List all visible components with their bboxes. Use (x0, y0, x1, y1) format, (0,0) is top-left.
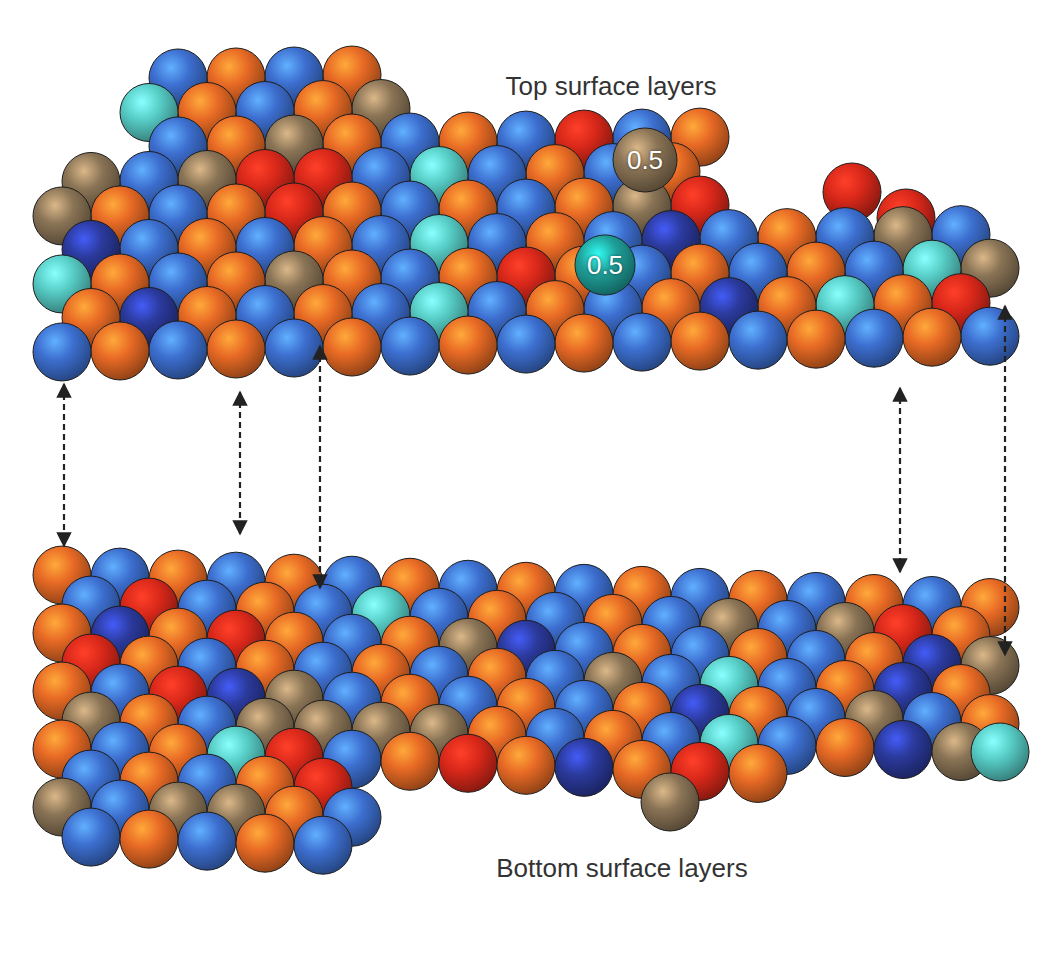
atom-sphere (381, 732, 439, 790)
atom-sphere (729, 311, 787, 369)
atom-sphere (294, 816, 352, 874)
atom-sphere (874, 721, 932, 779)
atom-sphere (178, 812, 236, 870)
atom-sphere (903, 308, 961, 366)
atom-sphere (671, 312, 729, 370)
dashed-arrow (319, 346, 321, 588)
labelled-atom: 0.5 (612, 127, 678, 193)
dashed-arrow (239, 392, 241, 534)
atom-sphere (120, 810, 178, 868)
atom-sphere (497, 315, 555, 373)
atom-sphere (91, 322, 149, 380)
atom-sphere (323, 318, 381, 376)
atom-sphere (497, 736, 555, 794)
atom-sphere (613, 313, 671, 371)
dashed-arrow (63, 384, 65, 546)
atom-sphere (207, 320, 265, 378)
occupancy-value: 0.5 (627, 147, 663, 173)
atom-sphere (845, 309, 903, 367)
dashed-arrow (1004, 306, 1006, 655)
atom-sphere (729, 744, 787, 802)
layer-label: Top surface layers (502, 72, 721, 101)
atom-sphere (787, 310, 845, 368)
occupancy-value: 0.5 (587, 252, 623, 278)
layer-label: Bottom surface layers (492, 854, 751, 883)
atom-sphere (961, 307, 1019, 365)
atom-sphere (439, 316, 497, 374)
atom-sphere (555, 738, 613, 796)
labelled-atom: 0.5 (574, 234, 636, 296)
atom-sphere (62, 808, 120, 866)
atom-sphere (33, 323, 91, 381)
atom-sphere (971, 723, 1029, 781)
atom-sphere (149, 321, 207, 379)
atom-sphere (265, 319, 323, 377)
atom-sphere (381, 317, 439, 375)
atom-sphere (555, 314, 613, 372)
dashed-arrow (899, 388, 901, 572)
atom-sphere (236, 814, 294, 872)
atom-sphere (439, 734, 497, 792)
atom-sphere (641, 773, 699, 831)
atom-sphere (816, 718, 874, 776)
